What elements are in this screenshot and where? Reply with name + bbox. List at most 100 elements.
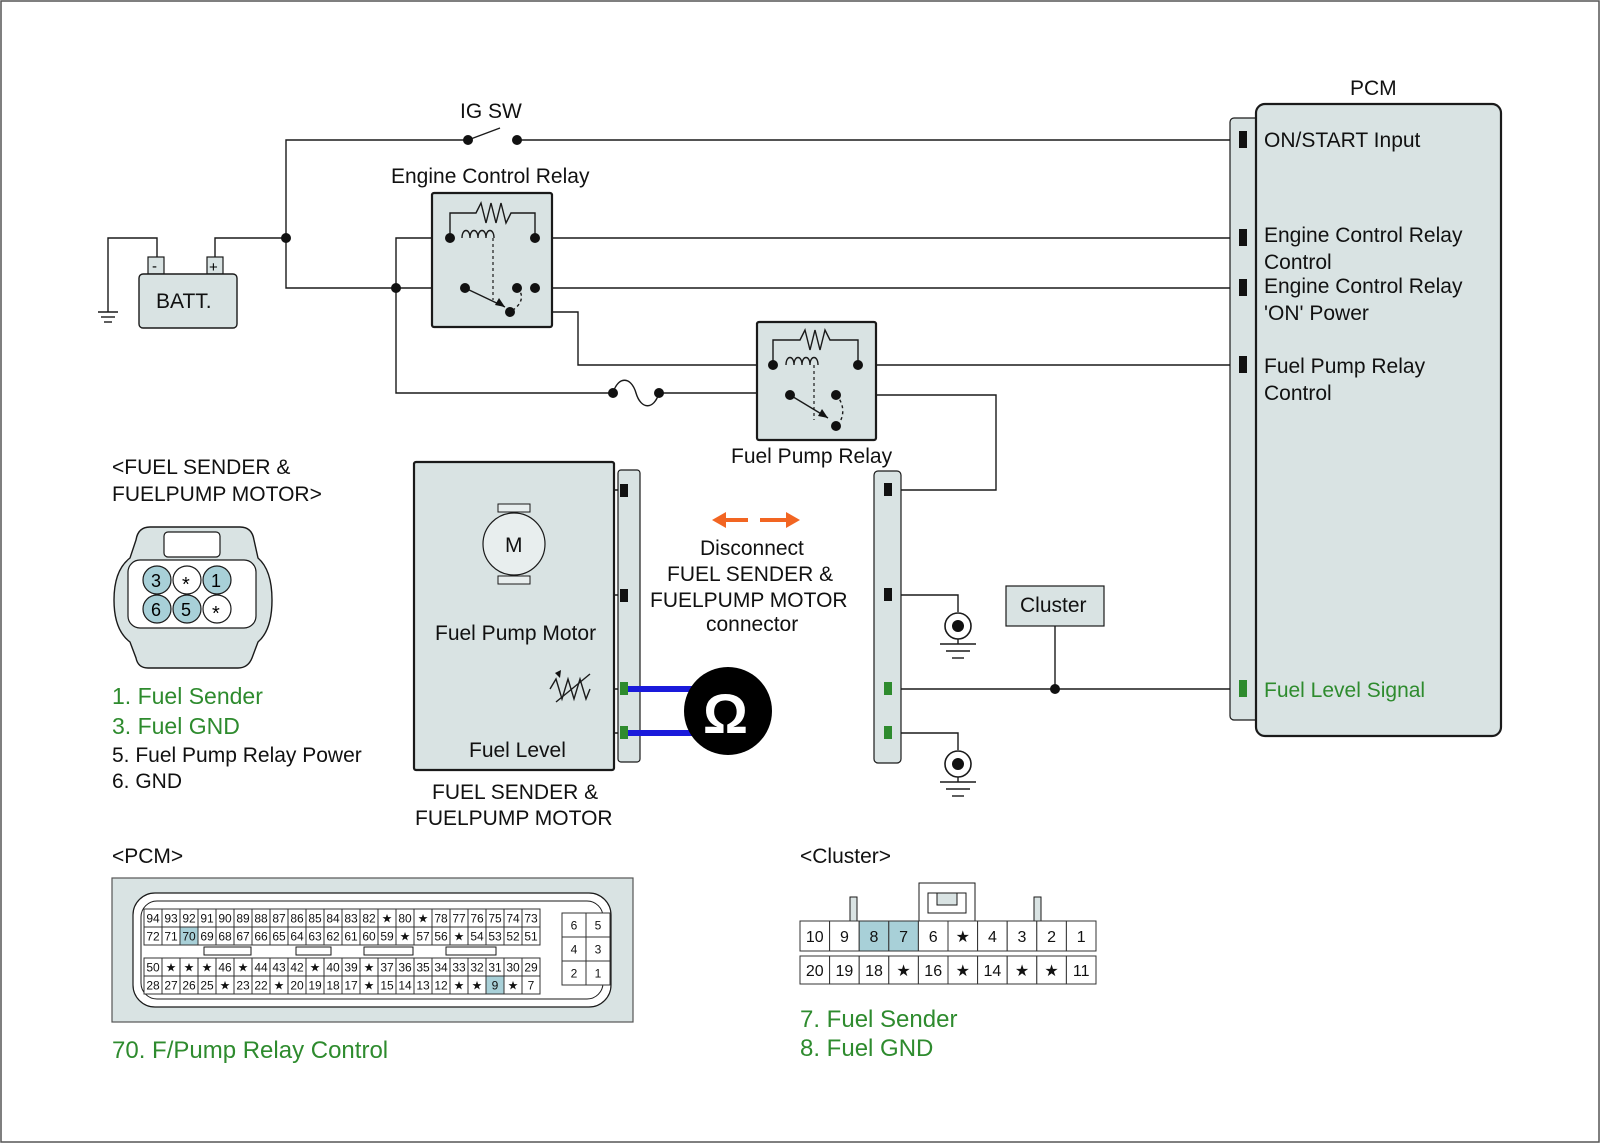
pcm-small-pin: 3: [595, 942, 602, 956]
cluster-pin: 19: [836, 963, 854, 980]
pcm-pin: 89: [236, 911, 250, 925]
disconnect-instruction: Disconnect FUEL SENDER & FUELPUMP MOTOR …: [650, 512, 848, 636]
pcm-pin: 83: [344, 911, 358, 925]
sender-legend-item: 3. Fuel GND: [112, 713, 240, 739]
cluster-legend-item: 7. Fuel Sender: [800, 1006, 957, 1033]
pcm-pin: 43: [272, 960, 286, 974]
pcm-pin: 29: [524, 960, 538, 974]
junction-dots: [281, 135, 1060, 694]
pcm-pin: ★: [400, 929, 411, 943]
pcm-pin: 82: [362, 911, 376, 925]
pcm-pin: 17: [344, 978, 358, 992]
ig-switch-label: IG SW: [460, 100, 522, 123]
cluster-pin: 7: [899, 929, 908, 946]
pcm-pin: 23: [236, 978, 250, 992]
pcm-pin-cell: [521, 926, 541, 946]
pcm-pin: 92: [182, 911, 196, 925]
pcm-pin: 54: [470, 929, 484, 943]
pcm-pin: ★: [220, 978, 231, 992]
pcm-ecr-power-line2: 'ON' Power: [1264, 302, 1369, 325]
pcm-pin: 87: [272, 911, 286, 925]
sender-pin: 5: [181, 600, 191, 620]
cluster-pin: 4: [988, 929, 997, 946]
pcm-pin: ★: [454, 929, 465, 943]
pcm-pin: 28: [146, 978, 160, 992]
cluster-module: Cluster: [1005, 585, 1105, 627]
pcm-pin: ★: [454, 978, 465, 992]
cluster-pin: 14: [984, 963, 1002, 980]
sender-pin: 1: [211, 571, 221, 591]
pcm-pin: 39: [344, 960, 358, 974]
pcm-ecr-control-line2: Control: [1264, 251, 1332, 274]
pcm-pin: ★: [418, 911, 429, 925]
pcm-pin: ★: [364, 978, 375, 992]
instruction-line1: Disconnect: [700, 537, 804, 560]
pcm-pin: 44: [254, 960, 268, 974]
cluster-legend-item: 8. Fuel GND: [800, 1035, 933, 1062]
battery-minus: -: [152, 258, 157, 275]
pcm-pin: 63: [308, 929, 322, 943]
cluster-pin-cell: [888, 955, 919, 985]
pcm-fuel-level-signal: Fuel Level Signal: [1264, 679, 1425, 702]
pcm-pin: 37: [380, 960, 394, 974]
cluster-pin-cell: [1065, 955, 1097, 985]
instruction-line4: connector: [706, 613, 798, 636]
cluster-pin-cell: [799, 955, 831, 985]
pcm-pin: ★: [184, 960, 195, 974]
sender-pin: 6: [151, 600, 161, 620]
cluster-pin-cell: [977, 955, 1008, 985]
motor-symbol: M: [505, 534, 523, 557]
ground-symbol-1: [940, 612, 976, 659]
sender-pin: 3: [151, 571, 161, 591]
pcm-pin: ★: [202, 960, 213, 974]
cluster-pin: 8: [870, 929, 879, 946]
cluster-pin-cell: [799, 920, 831, 952]
pcm-pin: 40: [326, 960, 340, 974]
pcm-pin: 75: [488, 911, 502, 925]
cluster-pin-cell: [917, 955, 949, 985]
pcm-small-pin-cell: [561, 936, 587, 962]
pcm-fpr-control-line1: Fuel Pump Relay: [1264, 355, 1426, 378]
pcm-pin: ★: [166, 960, 177, 974]
engine-control-relay: Engine Control Relay: [391, 165, 590, 329]
pcm-connector-legend: 70. F/Pump Relay Control: [112, 1037, 388, 1064]
pcm-pin: 27: [164, 978, 178, 992]
pcm-pin: 56: [434, 929, 448, 943]
pcm-pin: 42: [290, 960, 304, 974]
cluster-pin: 1: [1077, 929, 1086, 946]
pcm-pin: 15: [380, 978, 394, 992]
pcm-pin: 34: [434, 960, 448, 974]
pcm-pin: ★: [382, 911, 393, 925]
pcm-pin: 59: [380, 929, 394, 943]
pcm-pin: 64: [290, 929, 304, 943]
pcm-pin: 62: [326, 929, 340, 943]
fuel-pump-relay: Fuel Pump Relay: [731, 320, 893, 468]
pcm-pin: ★: [508, 978, 519, 992]
pcm-connector-title: <PCM>: [112, 845, 183, 868]
pcm-pin: 60: [362, 929, 376, 943]
cluster-pin: 9: [840, 929, 849, 946]
cluster-pin-cell: [947, 955, 979, 985]
pcm-pin: 18: [326, 978, 340, 992]
pcm-pin: 31: [488, 960, 502, 974]
pcm-pin: 26: [182, 978, 196, 992]
pcm-pin: 93: [164, 911, 178, 925]
pcm-small-pin: 2: [571, 966, 578, 980]
battery-plus: +: [209, 259, 218, 276]
sender-legend-item: 1. Fuel Sender: [112, 683, 263, 709]
cluster-pin: 2: [1047, 929, 1056, 946]
pcm-pin: 46: [218, 960, 232, 974]
pcm-pin: 12: [434, 978, 448, 992]
cluster-pin: 3: [1018, 929, 1027, 946]
motor-symbol-circle: [482, 512, 546, 576]
pcm-pin: 72: [146, 929, 160, 943]
battery-label: BATT.: [156, 290, 212, 313]
pcm-small-pin: 5: [595, 918, 602, 932]
pcm-pin: 67: [236, 929, 250, 943]
cluster-pin-cell: [1036, 920, 1067, 952]
pcm-pin: 84: [326, 911, 340, 925]
